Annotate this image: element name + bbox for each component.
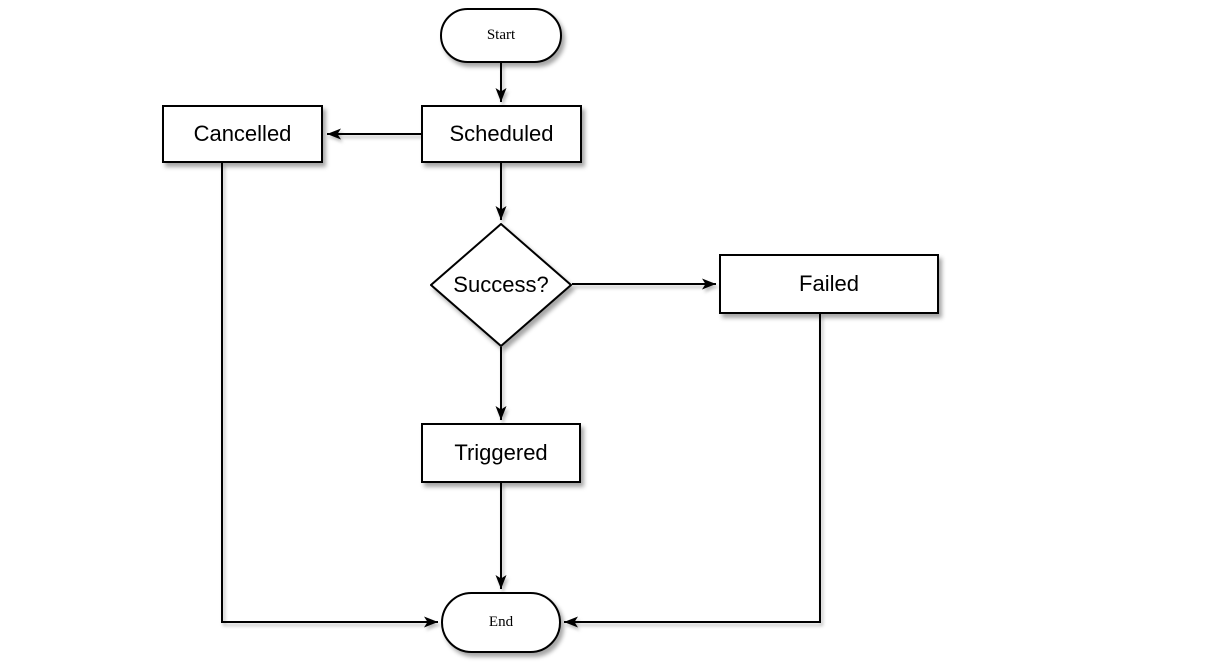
node-end: End — [441, 592, 561, 653]
node-end-label: End — [488, 614, 514, 630]
node-triggered-label: Triggered — [454, 440, 548, 465]
node-triggered: Triggered — [421, 423, 581, 483]
node-scheduled: Scheduled — [421, 105, 582, 163]
node-cancelled-label: Cancelled — [193, 121, 292, 146]
node-start: Start — [440, 8, 562, 63]
edge-failed-end — [564, 314, 821, 628]
diamond-shape — [430, 223, 572, 347]
node-scheduled-label: Scheduled — [449, 121, 554, 146]
edge-cancelled-end — [221, 163, 438, 628]
node-cancelled: Cancelled — [162, 105, 323, 163]
node-success-label: Success? — [453, 272, 549, 297]
node-success-decision: Success? — [430, 223, 572, 347]
node-failed-label: Failed — [799, 271, 859, 296]
node-failed: Failed — [719, 254, 939, 314]
node-start-label: Start — [486, 27, 516, 43]
